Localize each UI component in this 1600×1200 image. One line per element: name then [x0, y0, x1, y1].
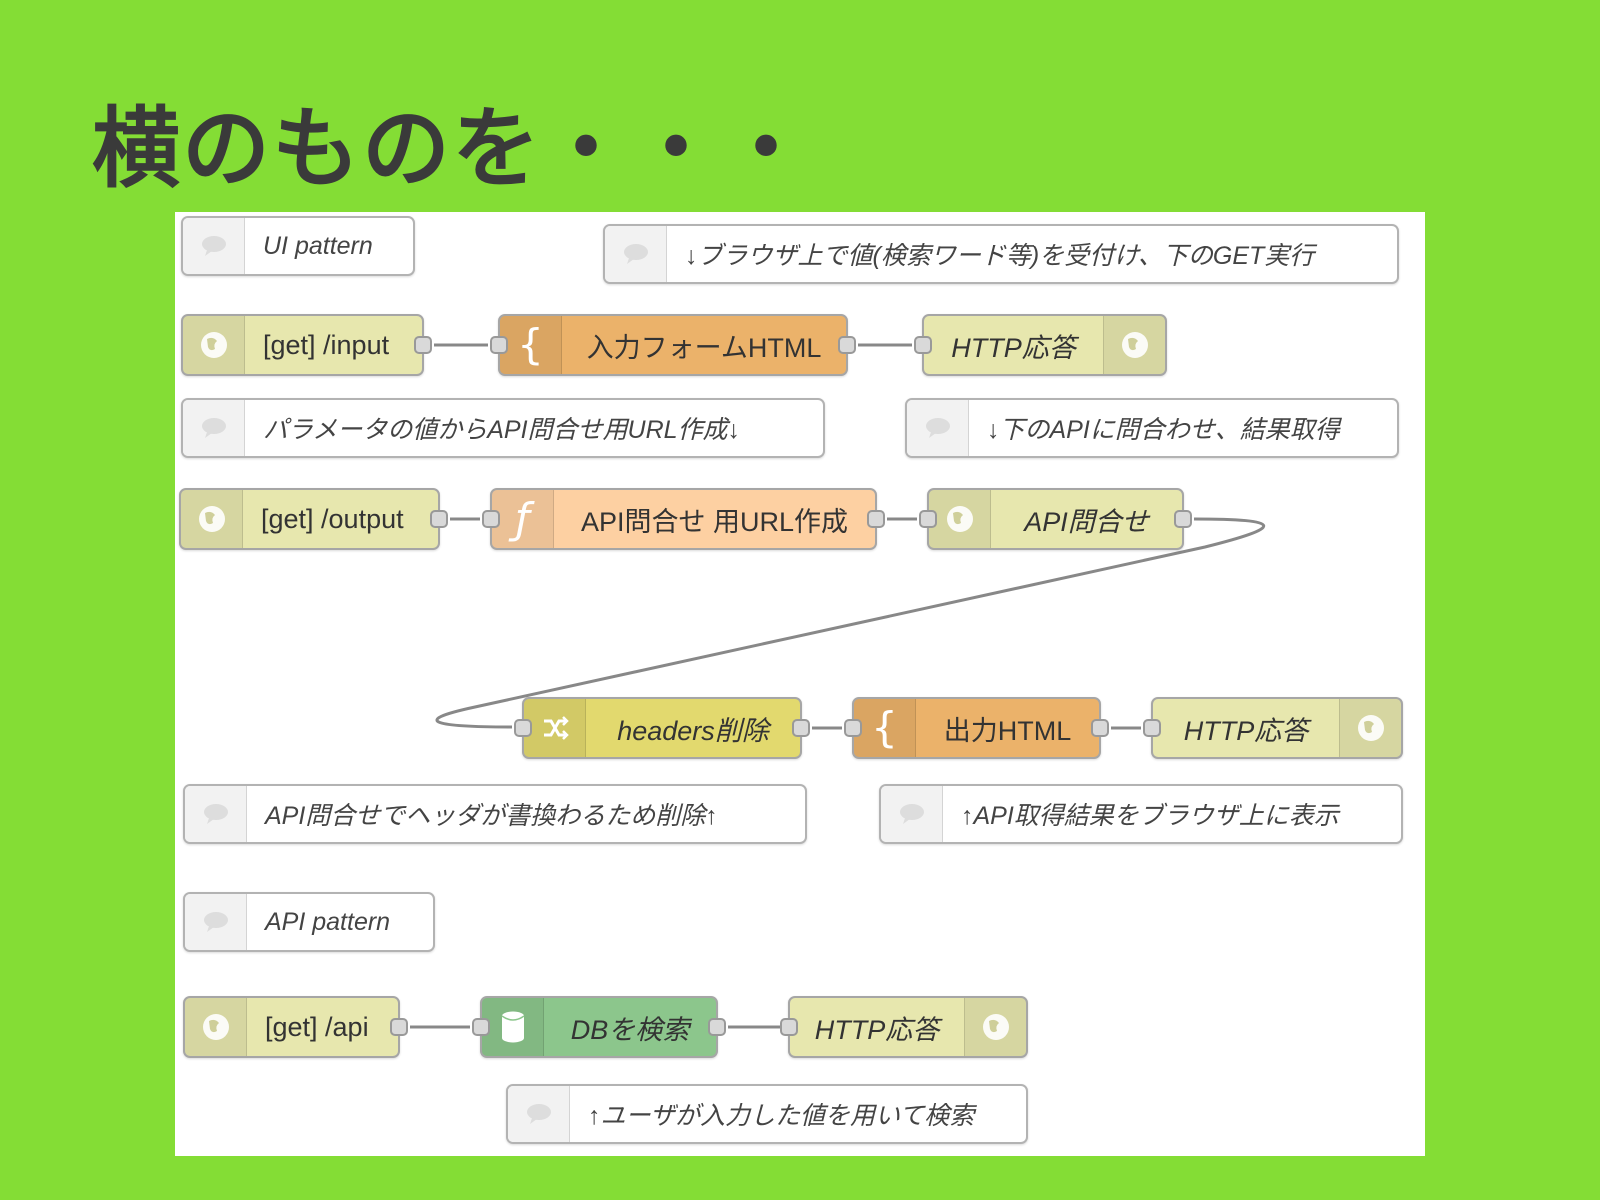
comment-label: UI pattern — [263, 231, 373, 260]
node-api-query[interactable]: API問合せ — [919, 488, 1192, 550]
comment-label: ↑API取得結果をブラウザ上に表示 — [961, 802, 1339, 830]
comment-icon — [881, 786, 943, 842]
template-brace-icon: { — [854, 699, 916, 757]
function-icon: ƒ — [492, 490, 554, 548]
template-brace-icon: { — [500, 316, 562, 374]
output-port[interactable] — [867, 510, 885, 528]
node-db-search[interactable]: DBを検索 — [472, 996, 726, 1058]
node-output-html[interactable]: { 出力HTML — [844, 697, 1109, 759]
comment-ui-pattern[interactable]: UI pattern — [181, 216, 415, 276]
comment-label: パラメータの値からAPI問合せ用URL作成↓ — [263, 416, 741, 444]
input-port[interactable] — [844, 719, 862, 737]
comment-label: ↓下のAPIに問合わせ、結果取得 — [987, 416, 1340, 444]
output-port[interactable] — [792, 719, 810, 737]
slide-title: 横のものを・・・ — [92, 97, 813, 200]
shuffle-icon — [524, 699, 586, 757]
node-label: API問合せ — [1024, 506, 1149, 537]
database-icon — [482, 998, 544, 1056]
globe-icon — [181, 490, 243, 548]
comment-label: ↑ユーザが入力した値を用いて検索 — [588, 1102, 975, 1130]
node-form-html[interactable]: { 入力フォームHTML — [490, 314, 856, 376]
flow-canvas[interactable]: UI pattern ↓ブラウザ上で値(検索ワード等)を受付け、下のGET実行 … — [175, 212, 1425, 1156]
globe-icon — [1339, 699, 1401, 757]
comment-note-user[interactable]: ↑ユーザが入力した値を用いて検索 — [506, 1084, 1028, 1144]
output-port[interactable] — [1091, 719, 1109, 737]
node-http-response-1[interactable]: HTTP応答 — [914, 314, 1167, 376]
comment-note-api[interactable]: ↓下のAPIに問合わせ、結果取得 — [905, 398, 1399, 458]
wire-layer — [410, 343, 1266, 1029]
wire — [435, 517, 1266, 729]
node-http-response-3[interactable]: HTTP応答 — [780, 996, 1028, 1058]
input-port[interactable] — [914, 336, 932, 354]
input-port[interactable] — [919, 510, 937, 528]
output-port[interactable] — [390, 1018, 408, 1036]
node-get-input[interactable]: [get] /input — [181, 314, 432, 376]
comment-label: ↓ブラウザ上で値(検索ワード等)を受付け、下のGET実行 — [685, 242, 1315, 270]
comment-label: API pattern — [265, 907, 391, 936]
input-port[interactable] — [472, 1018, 490, 1036]
comment-icon — [183, 400, 245, 456]
node-label: API問合せ 用URL作成 — [580, 506, 849, 537]
input-port[interactable] — [514, 719, 532, 737]
node-label: HTTP応答 — [814, 1014, 940, 1045]
comment-icon — [185, 894, 247, 950]
comment-icon — [183, 218, 245, 274]
node-label: HTTP応答 — [951, 332, 1076, 363]
output-port[interactable] — [1174, 510, 1192, 528]
node-label: [get] /input — [263, 329, 390, 360]
globe-icon — [185, 998, 247, 1056]
comment-note-output[interactable]: ↑API取得結果をブラウザ上に表示 — [879, 784, 1403, 844]
comment-note-headers[interactable]: API問合せでヘッダが書換わるため削除↑ — [183, 784, 807, 844]
comment-icon — [605, 226, 667, 282]
globe-icon — [1103, 316, 1165, 374]
globe-icon — [964, 998, 1026, 1056]
globe-icon — [183, 316, 245, 374]
node-headers-delete[interactable]: headers削除 — [514, 697, 810, 759]
node-api-url-function[interactable]: ƒ API問合せ 用URL作成 — [482, 488, 885, 550]
node-label: HTTP応答 — [1183, 715, 1309, 746]
node-label: DBを検索 — [570, 1014, 690, 1045]
output-port[interactable] — [838, 336, 856, 354]
node-label: 出力HTML — [943, 715, 1072, 746]
input-port[interactable] — [490, 336, 508, 354]
comment-icon — [185, 786, 247, 842]
node-label: headers削除 — [617, 715, 769, 746]
globe-icon — [929, 490, 991, 548]
node-get-api[interactable]: [get] /api — [183, 996, 408, 1058]
node-label: 入力フォームHTML — [586, 332, 822, 363]
comment-api-pattern[interactable]: API pattern — [183, 892, 435, 952]
node-get-output[interactable]: [get] /output — [179, 488, 448, 550]
comment-icon — [508, 1086, 570, 1142]
comment-note-param[interactable]: パラメータの値からAPI問合せ用URL作成↓ — [181, 398, 825, 458]
node-http-response-2[interactable]: HTTP応答 — [1143, 697, 1403, 759]
output-port[interactable] — [430, 510, 448, 528]
output-port[interactable] — [414, 336, 432, 354]
output-port[interactable] — [708, 1018, 726, 1036]
node-label: [get] /api — [265, 1011, 369, 1042]
comment-label: API問合せでヘッダが書換わるため削除↑ — [265, 802, 718, 830]
input-port[interactable] — [482, 510, 500, 528]
input-port[interactable] — [780, 1018, 798, 1036]
node-label: [get] /output — [261, 503, 404, 534]
comment-icon — [907, 400, 969, 456]
comment-note-top[interactable]: ↓ブラウザ上で値(検索ワード等)を受付け、下のGET実行 — [603, 224, 1399, 284]
input-port[interactable] — [1143, 719, 1161, 737]
